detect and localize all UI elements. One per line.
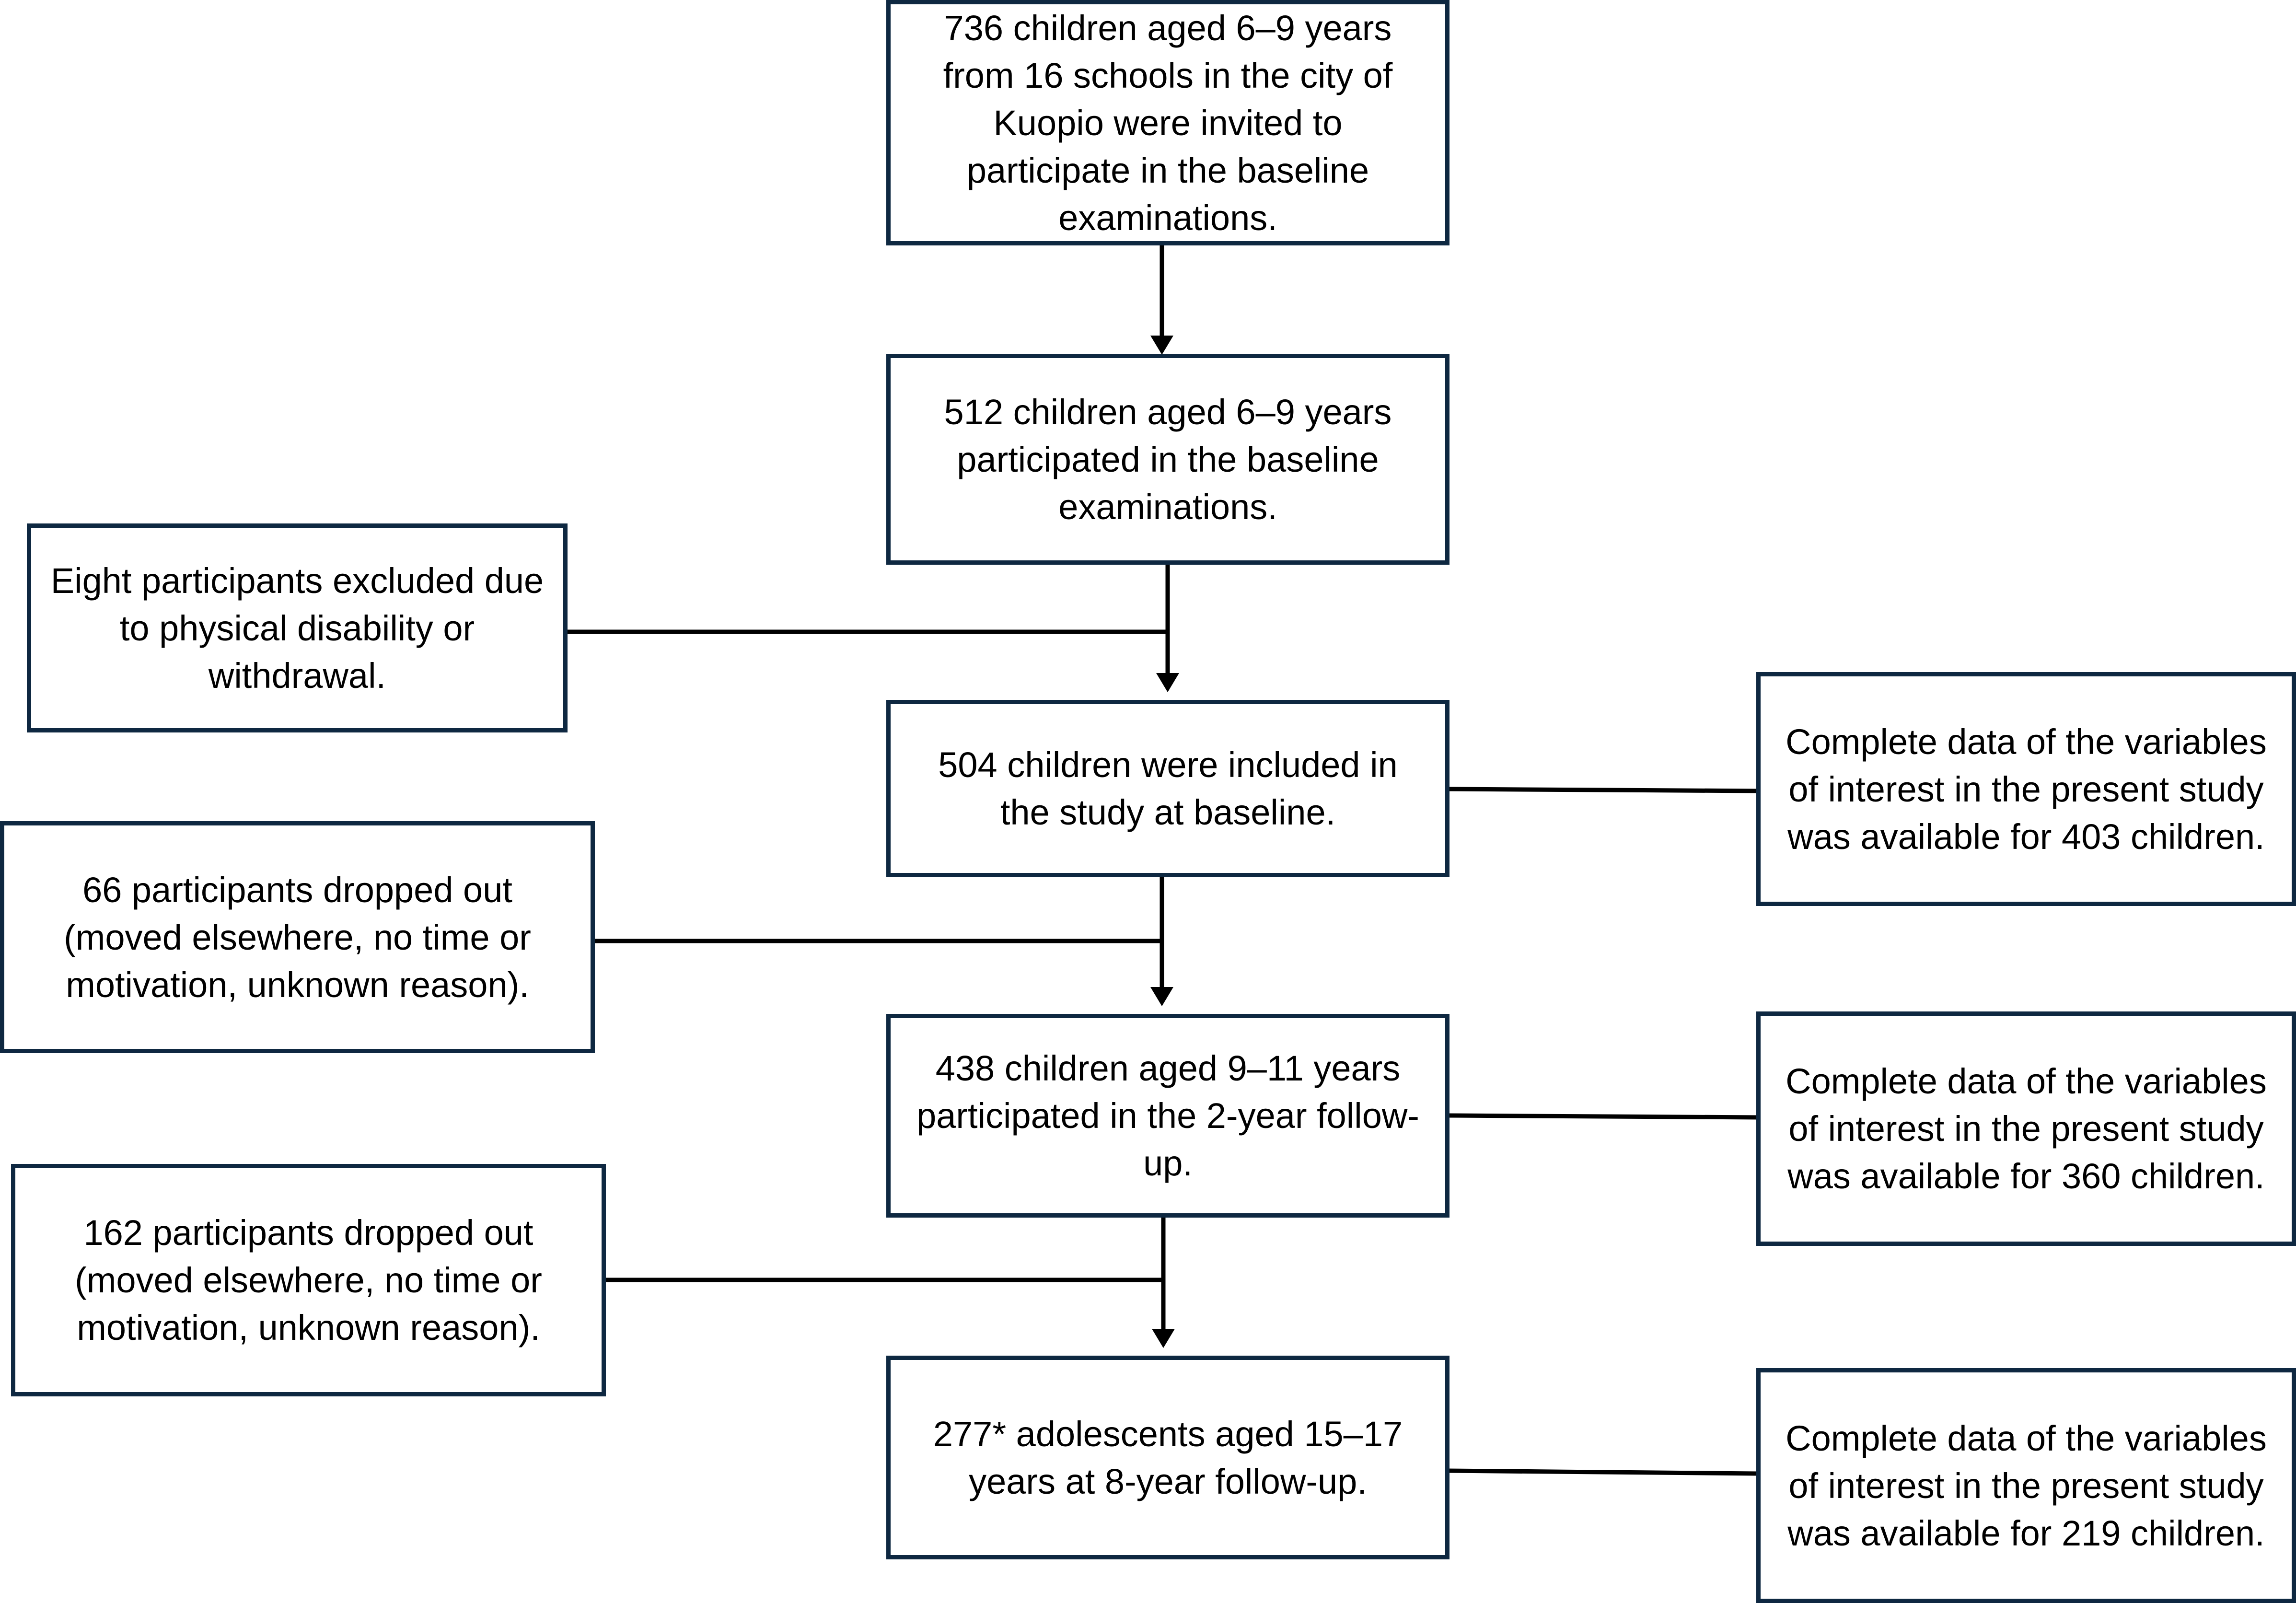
box-invited: 736 children aged 6–9 years from 16 scho… (886, 0, 1449, 245)
box-dropout-2year-text: 66 participants dropped out (moved elsew… (64, 870, 531, 1005)
box-dropout-2year: 66 participants dropped out (moved elsew… (0, 821, 595, 1053)
box-2year-followup-text: 438 children aged 9–11 years participate… (916, 1048, 1419, 1183)
box-2year-followup: 438 children aged 9–11 years participate… (886, 1014, 1449, 1218)
arrowhead-3 (1150, 987, 1173, 1006)
connector-complete-1 (1447, 787, 1759, 793)
connector-complete-2 (1447, 1113, 1759, 1120)
box-complete-data-2year-text: Complete data of the variables of intere… (1786, 1061, 2267, 1196)
box-dropout-8year-text: 162 participants dropped out (moved else… (75, 1213, 542, 1347)
box-included-baseline-text: 504 children were included in the study … (938, 745, 1398, 832)
arrowhead-1 (1150, 336, 1173, 355)
box-complete-data-baseline-text: Complete data of the variables of intere… (1786, 721, 2267, 857)
box-included-baseline: 504 children were included in the study … (886, 700, 1449, 877)
connector-complete-3 (1447, 1468, 1759, 1476)
box-exclusion-baseline-text: Eight participants excluded due to physi… (50, 560, 544, 696)
box-8year-followup-text: 277* adolescents aged 15–17 years at 8-y… (933, 1414, 1403, 1501)
box-participated-baseline-text: 512 children aged 6–9 years participated… (944, 392, 1392, 527)
box-participated-baseline: 512 children aged 6–9 years participated… (886, 354, 1449, 565)
arrowhead-4 (1152, 1329, 1175, 1348)
box-exclusion-baseline: Eight participants excluded due to physi… (27, 523, 568, 732)
arrowhead-2 (1156, 673, 1179, 692)
box-complete-data-baseline: Complete data of the variables of intere… (1756, 672, 2296, 906)
box-complete-data-2year: Complete data of the variables of intere… (1756, 1011, 2296, 1246)
box-dropout-8year: 162 participants dropped out (moved else… (11, 1164, 606, 1396)
box-8year-followup: 277* adolescents aged 15–17 years at 8-y… (886, 1356, 1449, 1559)
box-complete-data-8year: Complete data of the variables of intere… (1756, 1368, 2296, 1603)
box-complete-data-8year-text: Complete data of the variables of intere… (1786, 1418, 2267, 1553)
box-invited-text: 736 children aged 6–9 years from 16 scho… (943, 8, 1393, 238)
